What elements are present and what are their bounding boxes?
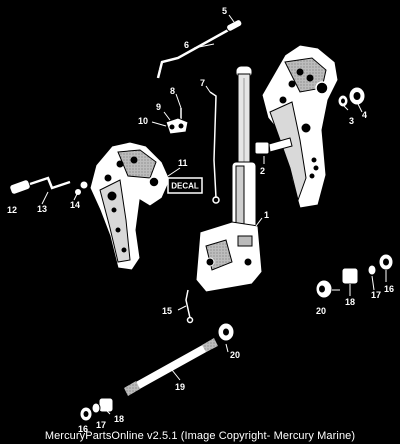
part-7-link-wire	[209, 91, 220, 204]
part-16-nut-right	[378, 253, 394, 271]
part-1-tilt-cylinder	[195, 65, 263, 293]
right-clamp-bracket	[261, 44, 339, 209]
callout-19: 19	[175, 382, 185, 392]
callout-5: 5	[222, 6, 227, 16]
part-2-bolt	[254, 137, 293, 155]
callout-12: 12	[7, 205, 17, 215]
part-20-bushing-center	[217, 322, 235, 342]
part-18-spacer-right	[341, 267, 359, 285]
callout-3: 3	[349, 116, 354, 126]
callout-14: 14	[70, 200, 80, 210]
callout-20-right: 20	[316, 306, 326, 316]
decal-box	[167, 177, 203, 194]
callout-18-right: 18	[345, 297, 355, 307]
callout-13: 13	[37, 204, 47, 214]
callout-8: 8	[170, 86, 175, 96]
part-6-trim-rod	[156, 26, 233, 79]
part-5-pin	[226, 19, 243, 32]
image-caption: MercuryPartsOnline v2.5.1 (Image Copyrig…	[44, 430, 356, 442]
part-19-tilt-tube	[123, 337, 219, 397]
decal-label: DECAL	[171, 182, 199, 191]
callout-7: 7	[200, 78, 205, 88]
part-18-spacer-left	[98, 397, 114, 413]
callout-18-left: 18	[114, 414, 124, 424]
left-clamp-bracket	[89, 141, 171, 271]
callout-2: 2	[260, 166, 265, 176]
part-12-handle	[9, 179, 31, 195]
part-13-clamp-screw	[29, 176, 71, 190]
callout-16-left: 16	[78, 424, 88, 434]
part-17-washer-right	[367, 264, 377, 276]
part-20-bushing-right	[315, 279, 333, 299]
callout-17-left: 17	[96, 420, 106, 430]
part-15-pin	[185, 289, 194, 324]
callout-9: 9	[156, 102, 161, 112]
callout-16-right: 16	[384, 284, 394, 294]
part-9-10-bracket-clip	[165, 117, 189, 135]
callout-20-center: 20	[230, 350, 240, 360]
callout-numbers: 5 6 7 8 9 10 11 12 13 14 1 2 3 4 15 16 1…	[7, 6, 394, 434]
part-16-nut-left	[79, 406, 93, 422]
leader-lines	[41, 14, 387, 415]
callout-4: 4	[362, 110, 367, 120]
callout-1: 1	[264, 210, 269, 220]
callout-10: 10	[138, 116, 148, 126]
part-17-washer-left	[91, 402, 101, 414]
callout-15: 15	[162, 306, 172, 316]
part-4-nut	[348, 86, 366, 106]
part-3-washer	[337, 94, 349, 108]
part-14-washer	[75, 180, 89, 195]
callout-11: 11	[178, 158, 188, 168]
callout-6: 6	[184, 40, 189, 50]
callout-17-right: 17	[371, 290, 381, 300]
